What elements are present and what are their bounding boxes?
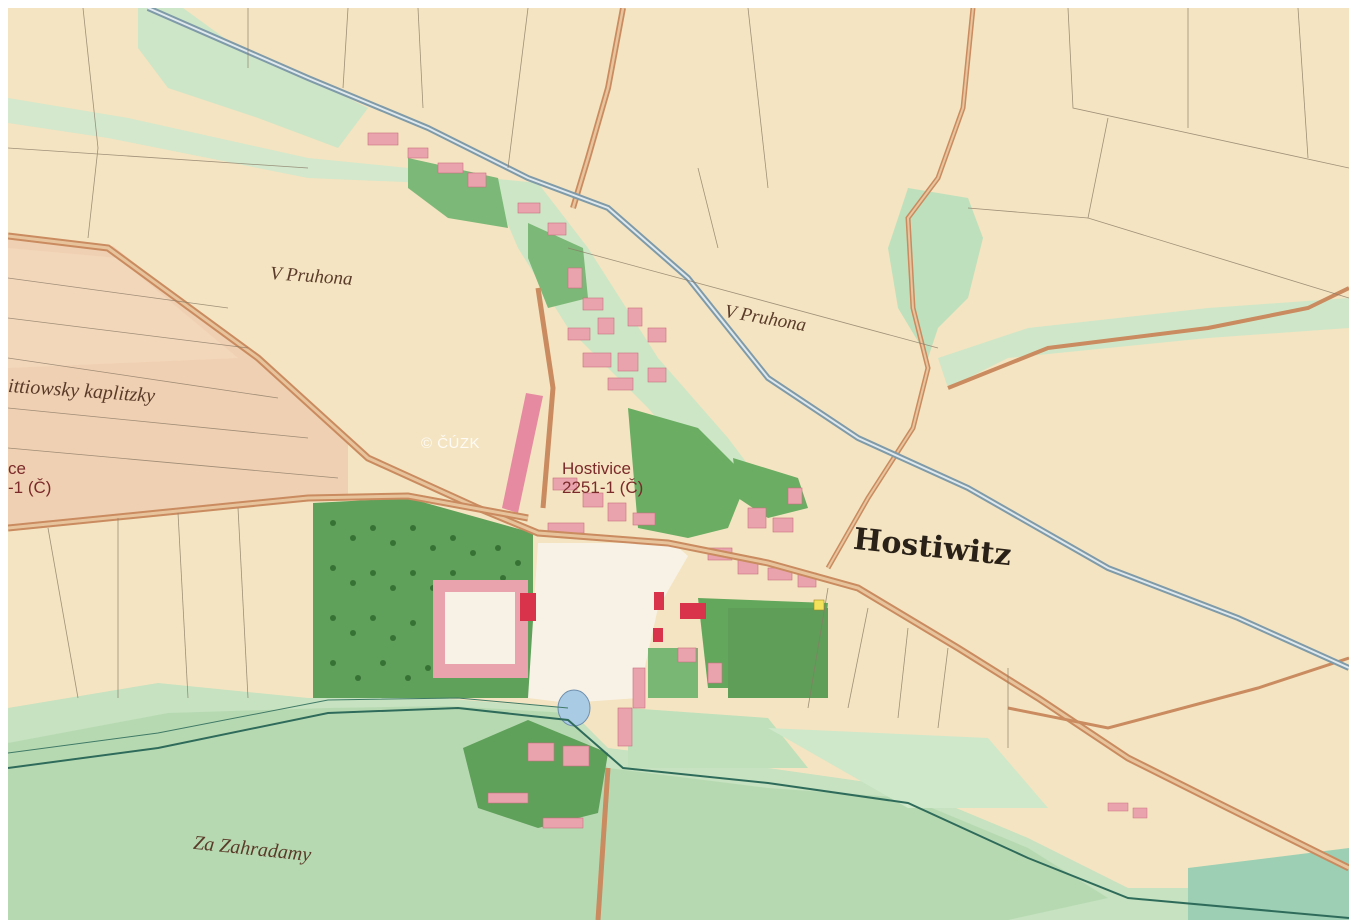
parcel-label-hostivice[interactable]: Hostivice 2251-1 (Č) <box>562 459 643 497</box>
parcel-code: 2251-1 (Č) <box>562 478 644 497</box>
yellow-building <box>813 599 825 611</box>
stone-buildings <box>653 592 706 642</box>
manor-building <box>433 580 536 678</box>
parcel-boundaries <box>8 8 1349 748</box>
field-pink-area <box>8 236 348 528</box>
map-canvas <box>8 8 1349 920</box>
cadastral-map[interactable]: V Pruhona V Pruhona ittiowsky kaplitzky … <box>8 8 1349 920</box>
roads <box>8 8 1349 920</box>
meadow-strip <box>8 683 1349 920</box>
cut-label-line1: ce <box>8 459 26 478</box>
cut-label-line2: -1 (Č) <box>8 478 52 497</box>
meadow-northeast <box>888 188 983 358</box>
barn-building <box>502 393 543 513</box>
stream-bank <box>8 697 569 754</box>
parcel-municipality: Hostivice <box>562 459 631 478</box>
stream <box>8 706 1349 919</box>
meadow-north <box>138 8 368 148</box>
parcel-label-west-cut[interactable]: ce -1 (Č) <box>8 459 51 497</box>
mill-buildings <box>1107 802 1148 819</box>
railway <box>146 8 1349 671</box>
village-square <box>528 543 688 703</box>
meadow-northwest <box>8 98 428 183</box>
copyright-watermark: © ČÚZK <box>421 435 481 452</box>
